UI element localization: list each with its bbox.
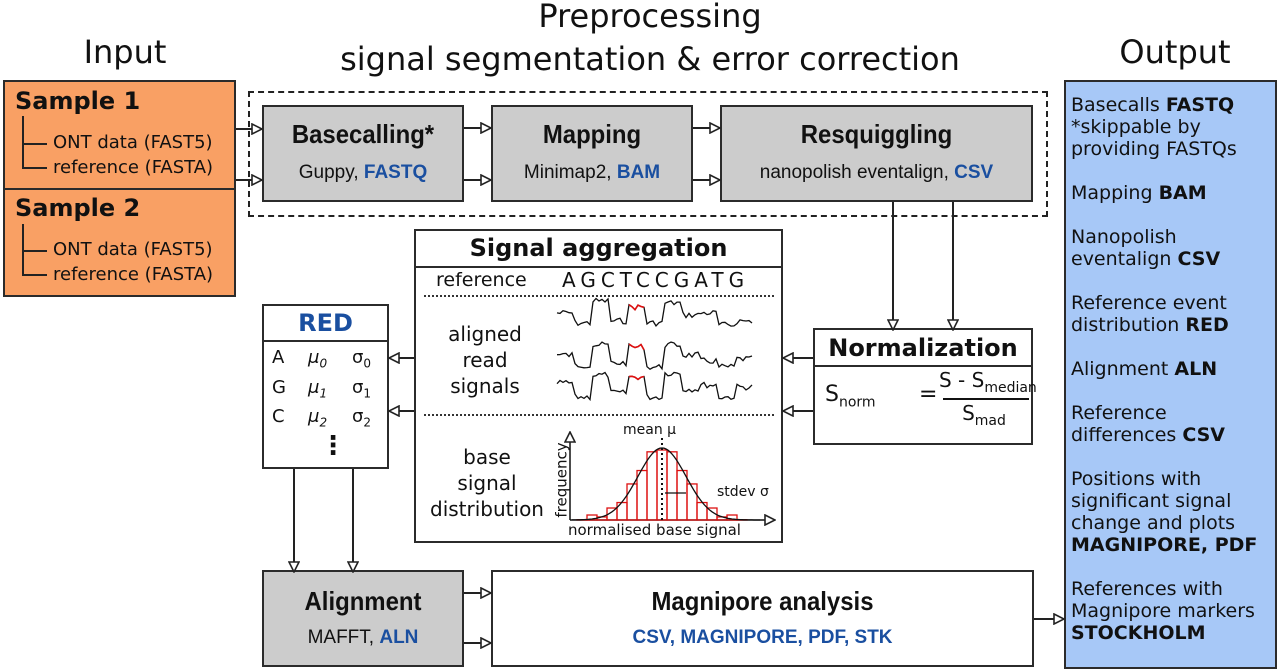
reference-sequence: AGCTCCGATG [562,268,750,292]
aligned-read-signals-label: aligned read signals [430,321,540,399]
preprocessing-subheading: signal segmentation & error correction [340,40,960,78]
signal-trace-highlight [628,375,645,381]
distribution-label-line: signal [457,471,517,495]
alignment-step: Alignment MAFFT, ALN [262,570,464,667]
histogram-bar [646,451,658,521]
histogram-bar [666,451,678,521]
basecalling-title: Basecalling* [291,119,435,149]
red-title: RED [264,306,387,342]
signal-trace-highlight [628,343,645,351]
histogram-bar [706,507,718,521]
numerator-symbol: S - S [939,368,985,392]
signal-trace-highlight [628,304,645,311]
resquiggling-format: CSV [954,162,994,183]
aligned-label-line: read [462,348,508,372]
dotted-separator [424,414,774,416]
resquiggling-tool: nanopolish eventalign, [759,162,955,183]
alignment-subtitle: MAFFT, ALN [264,627,462,649]
sample-1-reference-file: reference (FASTA) [53,157,214,178]
ellipsis-icon: ⋮ [320,431,346,461]
basecalling-subtitle: Guppy, FASTQ [264,162,462,184]
alignment-title: Alignment [304,586,422,616]
resquiggling-step: Resquiggling nanopolish eventalign, CSV [720,105,1033,202]
basecalling-step: Basecalling* Guppy, FASTQ [262,105,464,202]
output-item: Alignment ALN [1071,358,1218,380]
resquiggling-title: Resquiggling [800,119,953,149]
input-heading: Input [83,33,167,71]
numerator-subscript: median [984,380,1037,396]
mapping-title: Mapping [542,119,642,149]
mean-label: mean μ [623,422,677,438]
magnipore-step: Magnipore analysis CSV, MAGNIPORE, PDF, … [491,570,1034,667]
signal-trace [556,371,753,402]
normalization-title: Normalization [815,330,1031,367]
magnipore-formats: CSV, MAGNIPORE, PDF, STK [632,627,893,648]
basecalling-format: FASTQ [363,162,428,183]
base-signal-histogram [570,432,775,520]
denominator-symbol: S [962,401,975,425]
denominator-subscript: mad [974,413,1006,429]
basecalling-tool: Guppy, [298,162,364,183]
sample-2-ont-file: ONT data (FAST5) [53,239,213,260]
lhs-subscript: norm [838,394,876,411]
normalization-panel: Normalization Snorm = S - Smedian Smad [813,328,1037,445]
output-item: Mapping BAM [1071,182,1207,204]
gaussian-curve [572,447,760,521]
signal-aggregation-panel: Signal aggregation reference AGCTCCGATG … [414,229,783,543]
histogram-bar [626,483,638,521]
distribution-label-line: base [463,445,511,469]
input-panel: Sample 1 ONT data (FAST5) reference (FAS… [3,80,236,297]
magnipore-title: Magnipore analysis [651,586,874,616]
dotted-separator [424,295,774,297]
mapping-subtitle: Minimap2, BAM [493,162,691,184]
x-axis-label: normalised base signal [568,521,741,539]
mapping-format: BAM [616,162,661,183]
resquiggling-subtitle: nanopolish eventalign, CSV [722,162,1031,184]
base-signal-distribution-label: base signal distribution [422,444,552,522]
mapping-tool: Minimap2, [523,162,617,183]
signal-trace [556,341,753,371]
lhs-symbol: S [825,382,839,407]
sample-1-ont-file: ONT data (FAST5) [53,132,213,153]
histogram-bar [676,469,688,521]
mapping-step: Mapping Minimap2, BAM [491,105,693,202]
normalization-denominator: Smad [939,401,1029,429]
histogram-bar [636,469,648,521]
signal-trace [556,297,753,327]
preprocessing-heading: Preprocessing [538,0,762,35]
stdev-label: stdev σ [717,484,769,500]
distribution-label-line: distribution [430,497,544,521]
normalization-lhs: Snorm [825,382,876,410]
sample-1-title: Sample 1 [15,87,141,115]
histogram-bar [686,483,698,521]
sample-2-title: Sample 2 [15,194,141,222]
fraction-bar [943,398,1029,400]
aligned-read-signals [556,297,753,402]
alignment-tool: MAFFT, [307,627,380,648]
alignment-format: ALN [379,627,419,648]
sample-2-reference-file: reference (FASTA) [53,264,214,285]
aligned-label-line: signals [450,374,520,398]
reference-label: reference [436,269,527,291]
output-heading: Output [1119,33,1231,71]
preprocessing-container [248,91,1048,217]
aligned-label-line: aligned [448,322,522,346]
normalization-numerator: S - Smedian [939,368,1037,396]
equals-sign: = [919,382,938,407]
signal-aggregation-title: Signal aggregation [416,231,781,268]
